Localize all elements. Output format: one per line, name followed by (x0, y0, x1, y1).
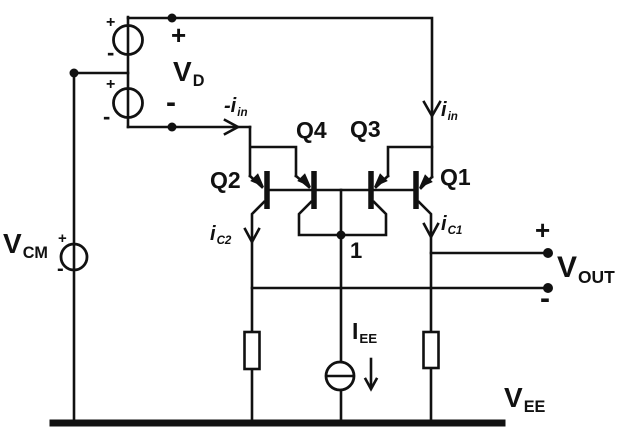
node1-label: 1 (350, 238, 363, 263)
vout-plus-label: + (535, 215, 551, 245)
vd-label: VD (173, 56, 205, 91)
vcm-minus-label: - (57, 258, 64, 280)
ic1-arrow (422, 222, 440, 240)
wire-left-staircase (248, 125, 298, 178)
vd-plus-label: + (171, 20, 187, 50)
iee-arrow (363, 377, 379, 392)
ic2-arrow (243, 227, 261, 245)
q4-label: Q4 (296, 117, 327, 143)
vd-minus-label: - (166, 86, 176, 119)
vcm-plus-label: + (58, 230, 67, 247)
junction-dot-node1 (336, 230, 346, 240)
emitter-arrow-q4 (297, 173, 311, 187)
ic1-label: iC1 (441, 213, 463, 237)
q2-label: Q2 (210, 167, 241, 193)
output-terminal-plus (543, 248, 553, 258)
junction-dot-vd-bottom (167, 122, 177, 132)
iee-label: IEE (352, 318, 378, 347)
vcm-voltage-source-icon (59, 242, 89, 272)
emitter-arrow-q2 (250, 173, 264, 187)
vout-label: VOUT (557, 251, 615, 287)
voltage-source-top-icon (112, 24, 144, 56)
src-top-minus-label: - (107, 40, 115, 65)
src-bot-minus-label: - (103, 104, 111, 129)
src-top-plus-label: + (106, 14, 116, 31)
wire-top (126, 16, 434, 179)
iin-label: iin (441, 99, 458, 123)
voltage-source-bottom-icon (112, 87, 144, 119)
output-terminal-minus (543, 283, 553, 293)
q1-label: Q1 (440, 164, 471, 190)
vout-minus-label: - (540, 282, 550, 315)
src-bot-plus-label: + (106, 76, 116, 93)
iin-arrow (422, 100, 442, 119)
emitter-arrow-q1 (419, 174, 433, 188)
junction-dot-vcm (69, 68, 79, 78)
ic2-label: iC2 (210, 223, 232, 247)
neg-iin-label: -iin (224, 95, 248, 119)
wire-right-staircase (386, 145, 434, 178)
neg-iin-arrow (223, 118, 241, 136)
vcm-label: VCM (3, 228, 48, 263)
vee-label: VEE (504, 382, 546, 417)
wire-collector-q2 (250, 200, 266, 425)
resistor-left (243, 330, 261, 371)
emitter-arrow-q3 (374, 173, 388, 187)
junction-dot-top (167, 13, 177, 23)
q3-label: Q3 (350, 116, 381, 142)
resistor-right (422, 330, 440, 370)
